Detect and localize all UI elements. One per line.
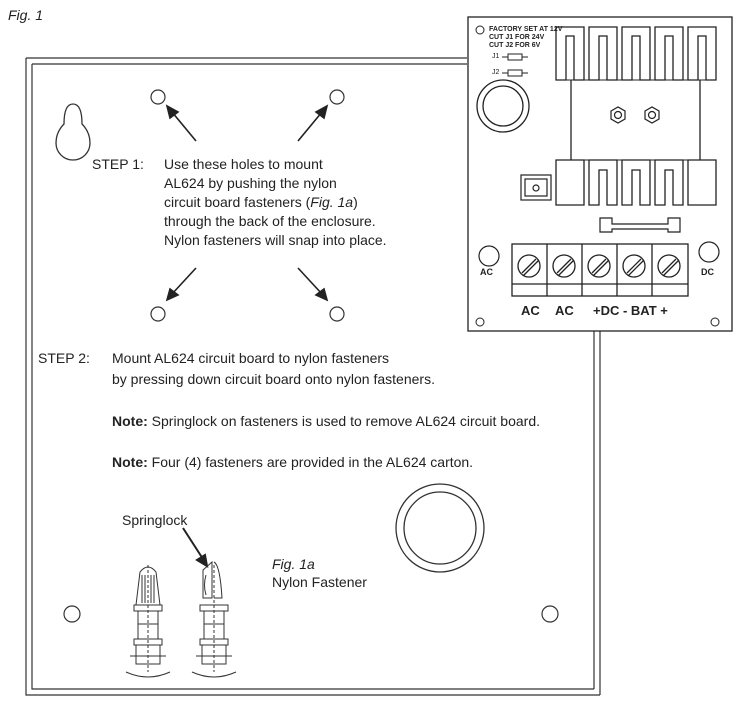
terminal-label-ac-2: AC bbox=[555, 303, 574, 318]
capacitor bbox=[476, 79, 530, 133]
step1-line-3-end: ) bbox=[353, 194, 358, 210]
board-factory-line-2: CUT J1 FOR 24V bbox=[489, 34, 545, 41]
enclosure-hole-left bbox=[63, 605, 81, 623]
heatsink-nuts bbox=[610, 106, 660, 124]
board-factory-line-3: CUT J2 FOR 6V bbox=[489, 42, 541, 49]
heatsink bbox=[555, 26, 717, 206]
enclosure-outline bbox=[25, 57, 601, 696]
note-2-label: Note: bbox=[112, 454, 148, 470]
step2-line-1: Mount AL624 circuit board to nylon faste… bbox=[112, 350, 390, 366]
mount-hole-top-left bbox=[150, 89, 166, 105]
board-ac-side-label: AC bbox=[480, 267, 493, 277]
figure-label: Fig. 1 bbox=[8, 7, 44, 23]
nylon-fastener-side bbox=[191, 560, 237, 678]
mount-hole-bottom-left bbox=[150, 306, 166, 322]
board-corner-hole-tl bbox=[475, 25, 485, 35]
mount-hole-bottom-right bbox=[329, 306, 345, 322]
fig1a-ref: Fig. 1a bbox=[272, 556, 315, 572]
step1-arrows bbox=[165, 104, 329, 302]
board-j2-label: J2 bbox=[492, 69, 500, 76]
terminal-screws bbox=[517, 254, 681, 278]
board-j1-label: J1 bbox=[492, 53, 500, 60]
circuit-board bbox=[467, 16, 733, 332]
step1-line-2: AL624 by pushing the nylon bbox=[164, 175, 337, 191]
step1-line-3-start: circuit board fasteners ( bbox=[164, 194, 311, 210]
keyhole-slot bbox=[55, 103, 91, 161]
step1-label: STEP 1: bbox=[92, 156, 144, 172]
ac-side-hole bbox=[478, 245, 500, 267]
springlock-label: Springlock bbox=[122, 512, 188, 528]
board-corner-hole-bl bbox=[475, 317, 485, 327]
step2-line-2: by pressing down circuit board onto nylo… bbox=[112, 371, 435, 387]
board-corner-hole-br bbox=[710, 317, 720, 327]
note-springlock: Note: Springlock on fasteners is used to… bbox=[112, 412, 540, 431]
terminal-block bbox=[511, 243, 689, 297]
step1-line-4: through the back of the enclosure. bbox=[164, 213, 376, 229]
step1-fig-ref: Fig. 1a bbox=[310, 194, 354, 210]
step1-line-1: Use these holes to mount bbox=[164, 156, 323, 172]
step1-line-3: circuit board fasteners (Fig. 1a) bbox=[164, 193, 358, 212]
note-fasteners: Note: Four (4) fasteners are provided in… bbox=[112, 453, 473, 472]
note-1-text: Springlock on fasteners is used to remov… bbox=[147, 413, 540, 429]
knockout-circle bbox=[395, 483, 485, 573]
board-dc-side-label: DC bbox=[701, 267, 714, 277]
dc-side-hole bbox=[698, 241, 720, 263]
springlock-arrow bbox=[182, 527, 209, 568]
note-1-label: Note: bbox=[112, 413, 148, 429]
step2-label: STEP 2: bbox=[38, 350, 90, 366]
enclosure-hole-right bbox=[541, 605, 559, 623]
mount-hole-top-right bbox=[329, 89, 345, 105]
fuse bbox=[599, 217, 681, 233]
board-factory-line-1: FACTORY SET AT 12V bbox=[489, 26, 563, 33]
fig1a-caption: Nylon Fastener bbox=[272, 574, 367, 590]
terminal-label-ac-1: AC bbox=[521, 303, 540, 318]
step1-line-5: Nylon fasteners will snap into place. bbox=[164, 232, 387, 248]
potentiometer bbox=[520, 174, 552, 201]
note-2-text: Four (4) fasteners are provided in the A… bbox=[147, 454, 474, 470]
terminal-label-dc-bat: +DC - BAT + bbox=[593, 303, 668, 318]
nylon-fastener-front bbox=[125, 565, 171, 678]
jumpers bbox=[502, 53, 528, 77]
